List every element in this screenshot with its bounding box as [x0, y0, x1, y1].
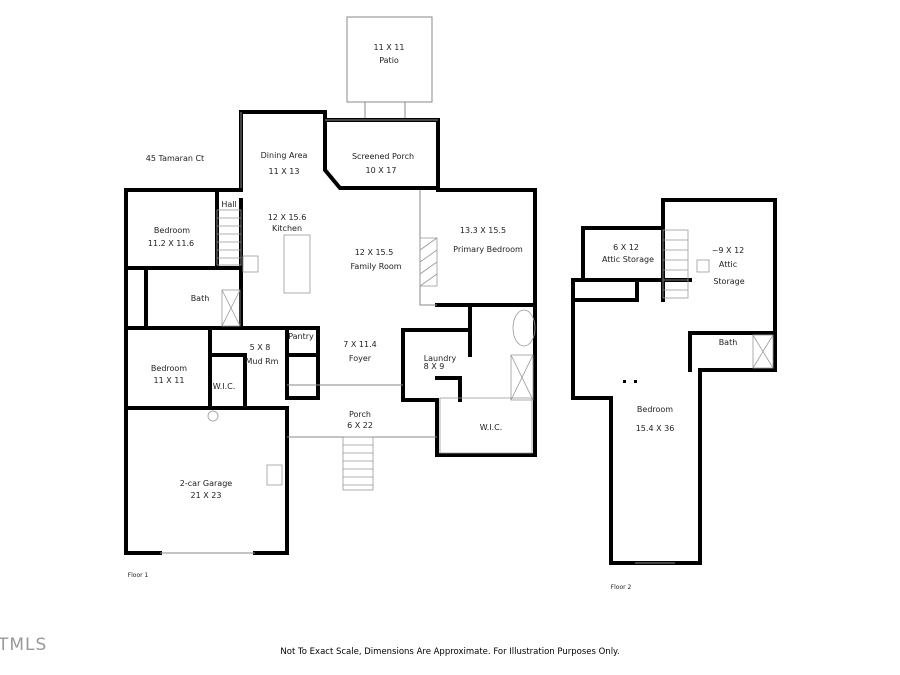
mudroom-dims: 5 X 8	[250, 343, 271, 352]
shower-icon	[221, 289, 241, 327]
family-room-dims: 12 X 15.5	[355, 248, 394, 257]
garage-label: 2-car Garage	[180, 479, 232, 488]
attic-storage1-dims: 6 X 12	[613, 243, 639, 252]
logo: TMLS	[0, 635, 47, 655]
stove-icon	[242, 255, 259, 273]
shower-icon	[510, 354, 534, 401]
mechanical-icon	[207, 410, 219, 422]
floor2-walls	[571, 198, 777, 565]
primary-bedroom-dims: 13.3 X 15.5	[460, 226, 506, 235]
bedroom2-label: Bedroom	[151, 364, 187, 373]
screened-porch-dims: 10 X 17	[366, 166, 397, 175]
laundry-dims: 8 X 9	[424, 362, 445, 371]
kitchen-dims: 12 X 15.6	[268, 213, 307, 222]
bedroom1-dims: 11.2 X 11.6	[148, 239, 194, 248]
attic-hatch	[696, 259, 710, 273]
patio-label: Patio	[379, 56, 399, 65]
stairs-floor2	[662, 229, 689, 299]
garage-dims: 21 X 23	[191, 491, 222, 500]
floor1-label: Floor 1	[128, 572, 149, 579]
hall-label: Hall	[221, 200, 236, 209]
wic-shelves	[439, 397, 533, 454]
water-heater	[266, 464, 283, 486]
address: 45 Tamaran Ct	[146, 154, 204, 163]
porch-stairs	[342, 436, 374, 491]
pantry-label: Pantry	[288, 332, 314, 341]
primary-bedroom-label: Primary Bedroom	[453, 245, 523, 254]
disclaimer: Not To Exact Scale, Dimensions Are Appro…	[280, 647, 619, 657]
fireplace	[419, 237, 438, 287]
kitchen-island	[283, 234, 311, 294]
dining-dims: 11 X 13	[269, 167, 300, 176]
wic1-label: W.I.C.	[213, 382, 236, 391]
bath2-label: Bath	[719, 338, 738, 347]
attic-storage1-label: Attic Storage	[602, 255, 654, 264]
foyer-label: Foyer	[349, 354, 372, 363]
attic-storage2-dims: ~9 X 12	[712, 246, 745, 255]
wic2-label: W.I.C.	[480, 423, 503, 432]
dining-label: Dining Area	[261, 151, 308, 160]
mudroom-label: Mud Rm	[246, 357, 279, 366]
family-room-label: Family Room	[350, 262, 401, 271]
floor2-label: Floor 2	[611, 584, 632, 591]
shower-icon	[752, 334, 774, 369]
bedroom3-dims: 15.4 X 36	[636, 424, 675, 433]
kitchen-label: Kitchen	[272, 224, 302, 233]
porch-label: Porch	[349, 410, 371, 419]
bedroom1-label: Bedroom	[154, 226, 190, 235]
bedroom3-label: Bedroom	[637, 405, 673, 414]
floor1-walls	[124, 16, 537, 555]
porch-dims: 6 X 22	[347, 421, 373, 430]
attic-storage2-label2: Storage	[713, 277, 744, 286]
bedroom2-dims: 11 X 11	[154, 376, 185, 385]
bath1-label: Bath	[191, 294, 210, 303]
foyer-dims: 7 X 11.4	[343, 340, 376, 349]
stairs-floor1	[216, 209, 242, 266]
attic-storage2-label: Attic	[719, 260, 737, 269]
bathtub-icon	[512, 309, 536, 347]
patio-dims: 11 X 11	[374, 43, 405, 52]
patio-outline	[346, 16, 433, 103]
screened-porch-label: Screened Porch	[352, 152, 414, 161]
laundry-label: Laundry	[424, 354, 457, 363]
